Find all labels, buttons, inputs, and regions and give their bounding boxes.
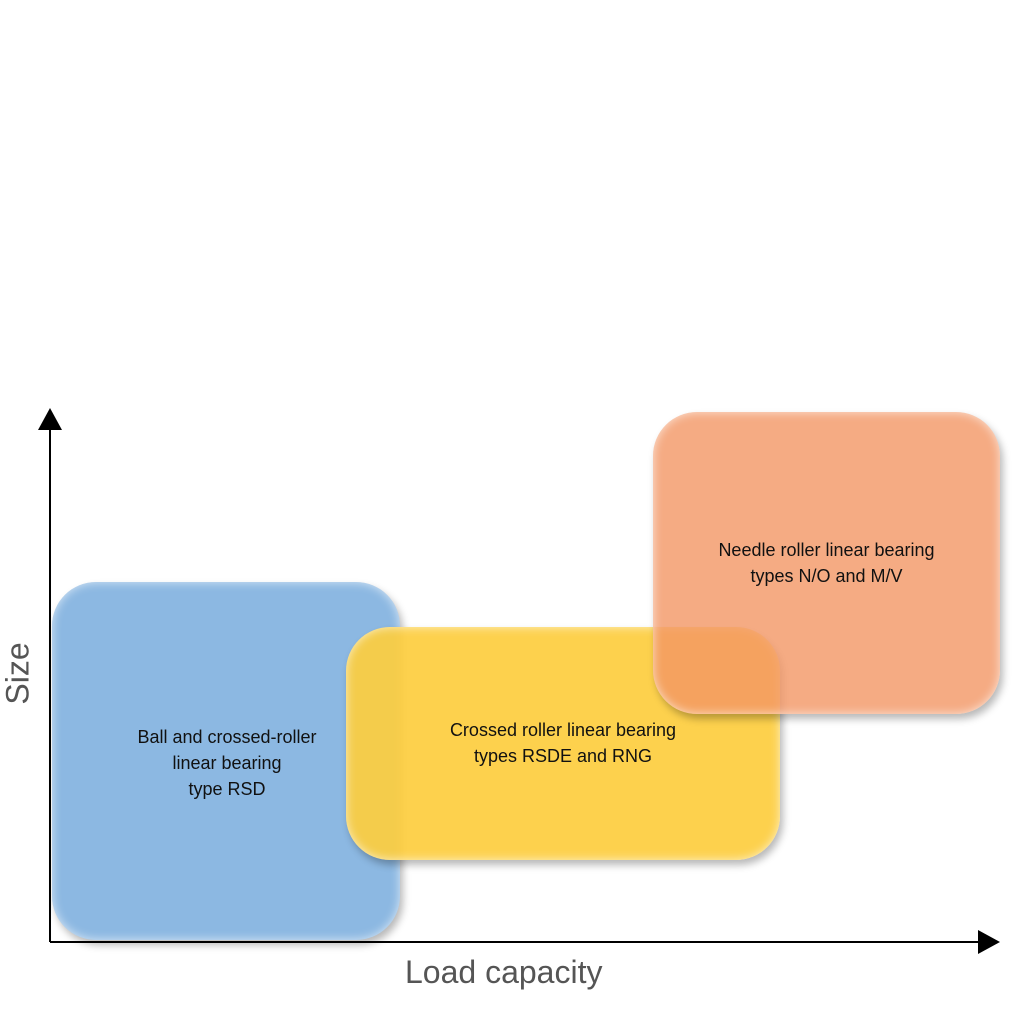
x-axis-arrow-icon [978, 930, 1000, 954]
x-axis-label: Load capacity [405, 954, 603, 990]
region-label: Needle roller linear bearing types N/O a… [718, 540, 935, 586]
region-needle-roller: Needle roller linear bearing types N/O a… [653, 412, 1000, 714]
y-axis-label: Size [0, 642, 36, 705]
region-ball-crossed-roller: Ball and crossed-roller linear bearing t… [52, 582, 400, 940]
region-label: Ball and crossed-roller linear bearing t… [137, 727, 317, 799]
region-label: Crossed roller linear bearing types RSDE… [449, 720, 677, 766]
y-axis-arrow-icon [38, 408, 62, 430]
